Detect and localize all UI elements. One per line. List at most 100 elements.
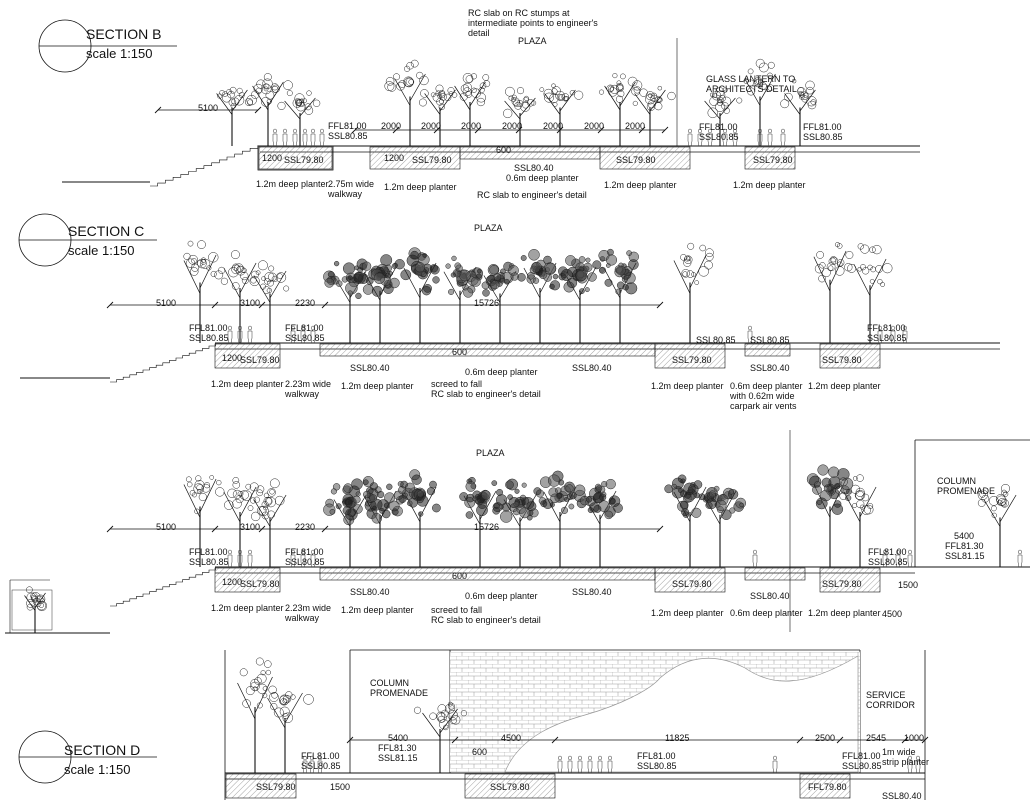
tree-foliage [270,703,278,711]
planter-fill [319,343,656,357]
tree-foliage [568,503,575,510]
tree-foliage [519,507,531,519]
person-figure [891,325,895,331]
tree-foliage [617,90,625,98]
tree-branch [999,494,1017,523]
tree-foliage [716,90,726,100]
tree-foliage [799,94,805,100]
tree-foliage [406,254,419,267]
tree-foliage [806,86,814,95]
tree-foliage [608,87,618,97]
dimension-tick [796,736,804,744]
dimension-tick [321,525,329,533]
tree-foliage [329,508,336,515]
section-b-glass-lantern-note: GLASS LANTERN TO ARCHITECTS DETAIL [706,74,797,94]
section-b-plaza-label: PLAZA [518,36,547,46]
person-figure [567,760,573,774]
section-c-ssl-80-40: SSL80.40 [572,363,612,373]
tree-foliage [558,94,566,101]
tree-foliage [232,498,242,509]
person-figure [319,133,325,147]
tree-foliage [560,506,569,514]
section-b-ffl-mid: FFL81.00 SSL80.85 [699,122,739,142]
person-figure [780,133,786,147]
tree-foliage [432,503,441,513]
tree-foliage [277,101,286,110]
section-c2-label-planter: 1.2m deep planter [808,608,881,618]
tree-foliage [303,694,314,705]
section-c-ssl-80-85: SSL80.85 [750,335,790,345]
person-figure [317,760,323,774]
tree-foliage [533,487,542,496]
tree-foliage [564,96,570,101]
tree-foliage [196,259,204,267]
tree-branch [394,78,411,106]
tree-foliage [601,481,608,488]
section-c-dim-5100: 5100 [156,298,177,308]
tree-foliage [438,103,445,111]
person-figure [877,330,883,344]
tree-foliage [729,507,736,514]
tree-foliage [355,491,361,497]
section-c2-dim-1200: 1200 [222,577,243,587]
tree-foliage [998,497,1007,507]
tree-foliage [598,493,607,501]
tree-foliage [694,280,700,285]
section-c-ssl: SSL79.80 [822,355,862,365]
tree-foliage [828,265,834,271]
tree-foliage [552,101,558,107]
person-figure [907,554,913,568]
tree-foliage [366,277,374,285]
tree-foliage [391,508,399,516]
tree-foliage [810,99,817,105]
tree-foliage [513,508,520,516]
dimension-tick [474,126,482,134]
person-figure [247,554,253,568]
tree-foliage [327,271,335,278]
tree-foliage [429,712,437,720]
tree-branch [424,93,441,115]
dimension-tick [154,106,162,114]
tree-foliage [471,87,477,93]
section-d-title: SECTION D [64,742,141,758]
section-c2-label-planter: 1.2m deep planter [341,605,414,615]
section-d-column-promenade: COLUMN PROMENADE [370,678,429,698]
tree-foliage [406,61,414,70]
tree-branch [269,270,287,299]
tree-foliage [531,100,537,106]
section-b-ssl: SSL79.80 [753,155,793,165]
tree-foliage [406,500,413,507]
tree-foliage [833,500,842,508]
section-c2-dim-1500: 1500 [898,580,919,590]
section-b-label-rc-slab: RC slab to engineer's detail [477,190,587,200]
tree-foliage [606,84,615,93]
tree-foliage [447,87,455,94]
tree-foliage [220,277,228,285]
tree-foliage [516,100,524,107]
tree-foliage [506,478,519,491]
tree-foliage [859,264,867,271]
tree-foliage [197,258,207,269]
tree-foliage [718,95,726,102]
tree-foliage [721,102,729,110]
tree-foliage [471,88,481,98]
tree-foliage [304,106,314,115]
tree-foliage [645,91,655,101]
tree-foliage [195,475,202,482]
tree-foliage [491,480,498,486]
tree-foliage [255,657,264,666]
tree-foliage [31,596,39,603]
tree-foliage [236,87,243,94]
tree-branch [284,100,301,120]
tree-foliage [852,503,858,508]
tree-foliage [208,252,219,263]
section-c-label-planter-vents: 0.6m deep planter with 0.62m wide carpar… [730,381,803,411]
section-c2-dim-15726: 15726 [474,522,500,532]
tree-foliage [754,77,763,86]
section-b-dim-2000: 2000 [461,121,482,131]
section-c2-ssl-80-40: SSL80.40 [350,587,390,597]
tree-foliage [766,72,773,79]
section-c2-plaza-label: PLAZA [476,448,505,458]
tree-foliage [747,68,754,75]
person-figure [291,549,295,555]
